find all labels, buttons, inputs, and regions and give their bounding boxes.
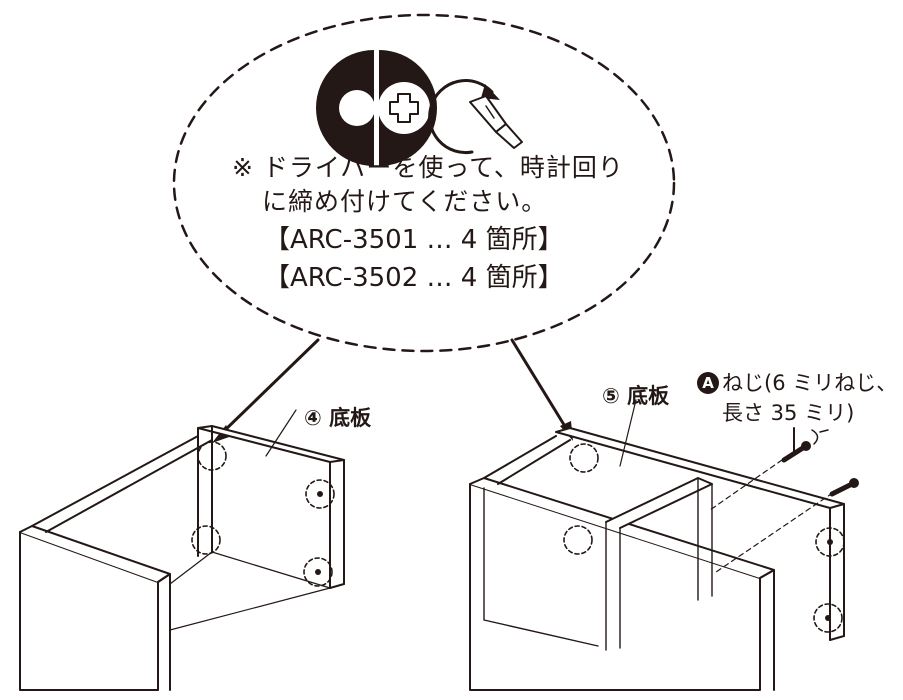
part-count-arc-3501: 【ARC-3501 … 4 箇所】 bbox=[264, 225, 564, 255]
instruction-line-1: ※ ドライバーを使って、時計回り bbox=[232, 153, 624, 182]
screw-spec-text-1: ねじ(6 ミリねじ、 bbox=[722, 371, 898, 395]
screw-marker-a-icon: A bbox=[697, 372, 719, 394]
screw-a-upper bbox=[781, 427, 829, 463]
part-count-arc-3502: 【ARC-3502 … 4 箇所】 bbox=[264, 263, 564, 293]
label-bottom-panel-4: ④ 底板 bbox=[304, 406, 372, 430]
screwdriver-icon bbox=[469, 95, 523, 149]
instruction-line-2: に締め付けてください。 bbox=[262, 187, 548, 216]
label-bottom-panel-5: ⑤ 底板 bbox=[602, 384, 670, 408]
callout-bubble bbox=[172, 13, 676, 353]
screw-a-lower bbox=[829, 478, 859, 497]
callout-pointer-right bbox=[510, 338, 573, 441]
left-assembly bbox=[19, 409, 345, 691]
screw-head-icon bbox=[316, 50, 375, 166]
right-front-panel bbox=[469, 483, 761, 691]
screw-spec-line-2: 長さ 35 ミリ) bbox=[722, 401, 855, 425]
callout-pointer-left bbox=[212, 338, 320, 443]
phillips-head-icon bbox=[378, 50, 437, 166]
right-assembly bbox=[469, 399, 845, 691]
